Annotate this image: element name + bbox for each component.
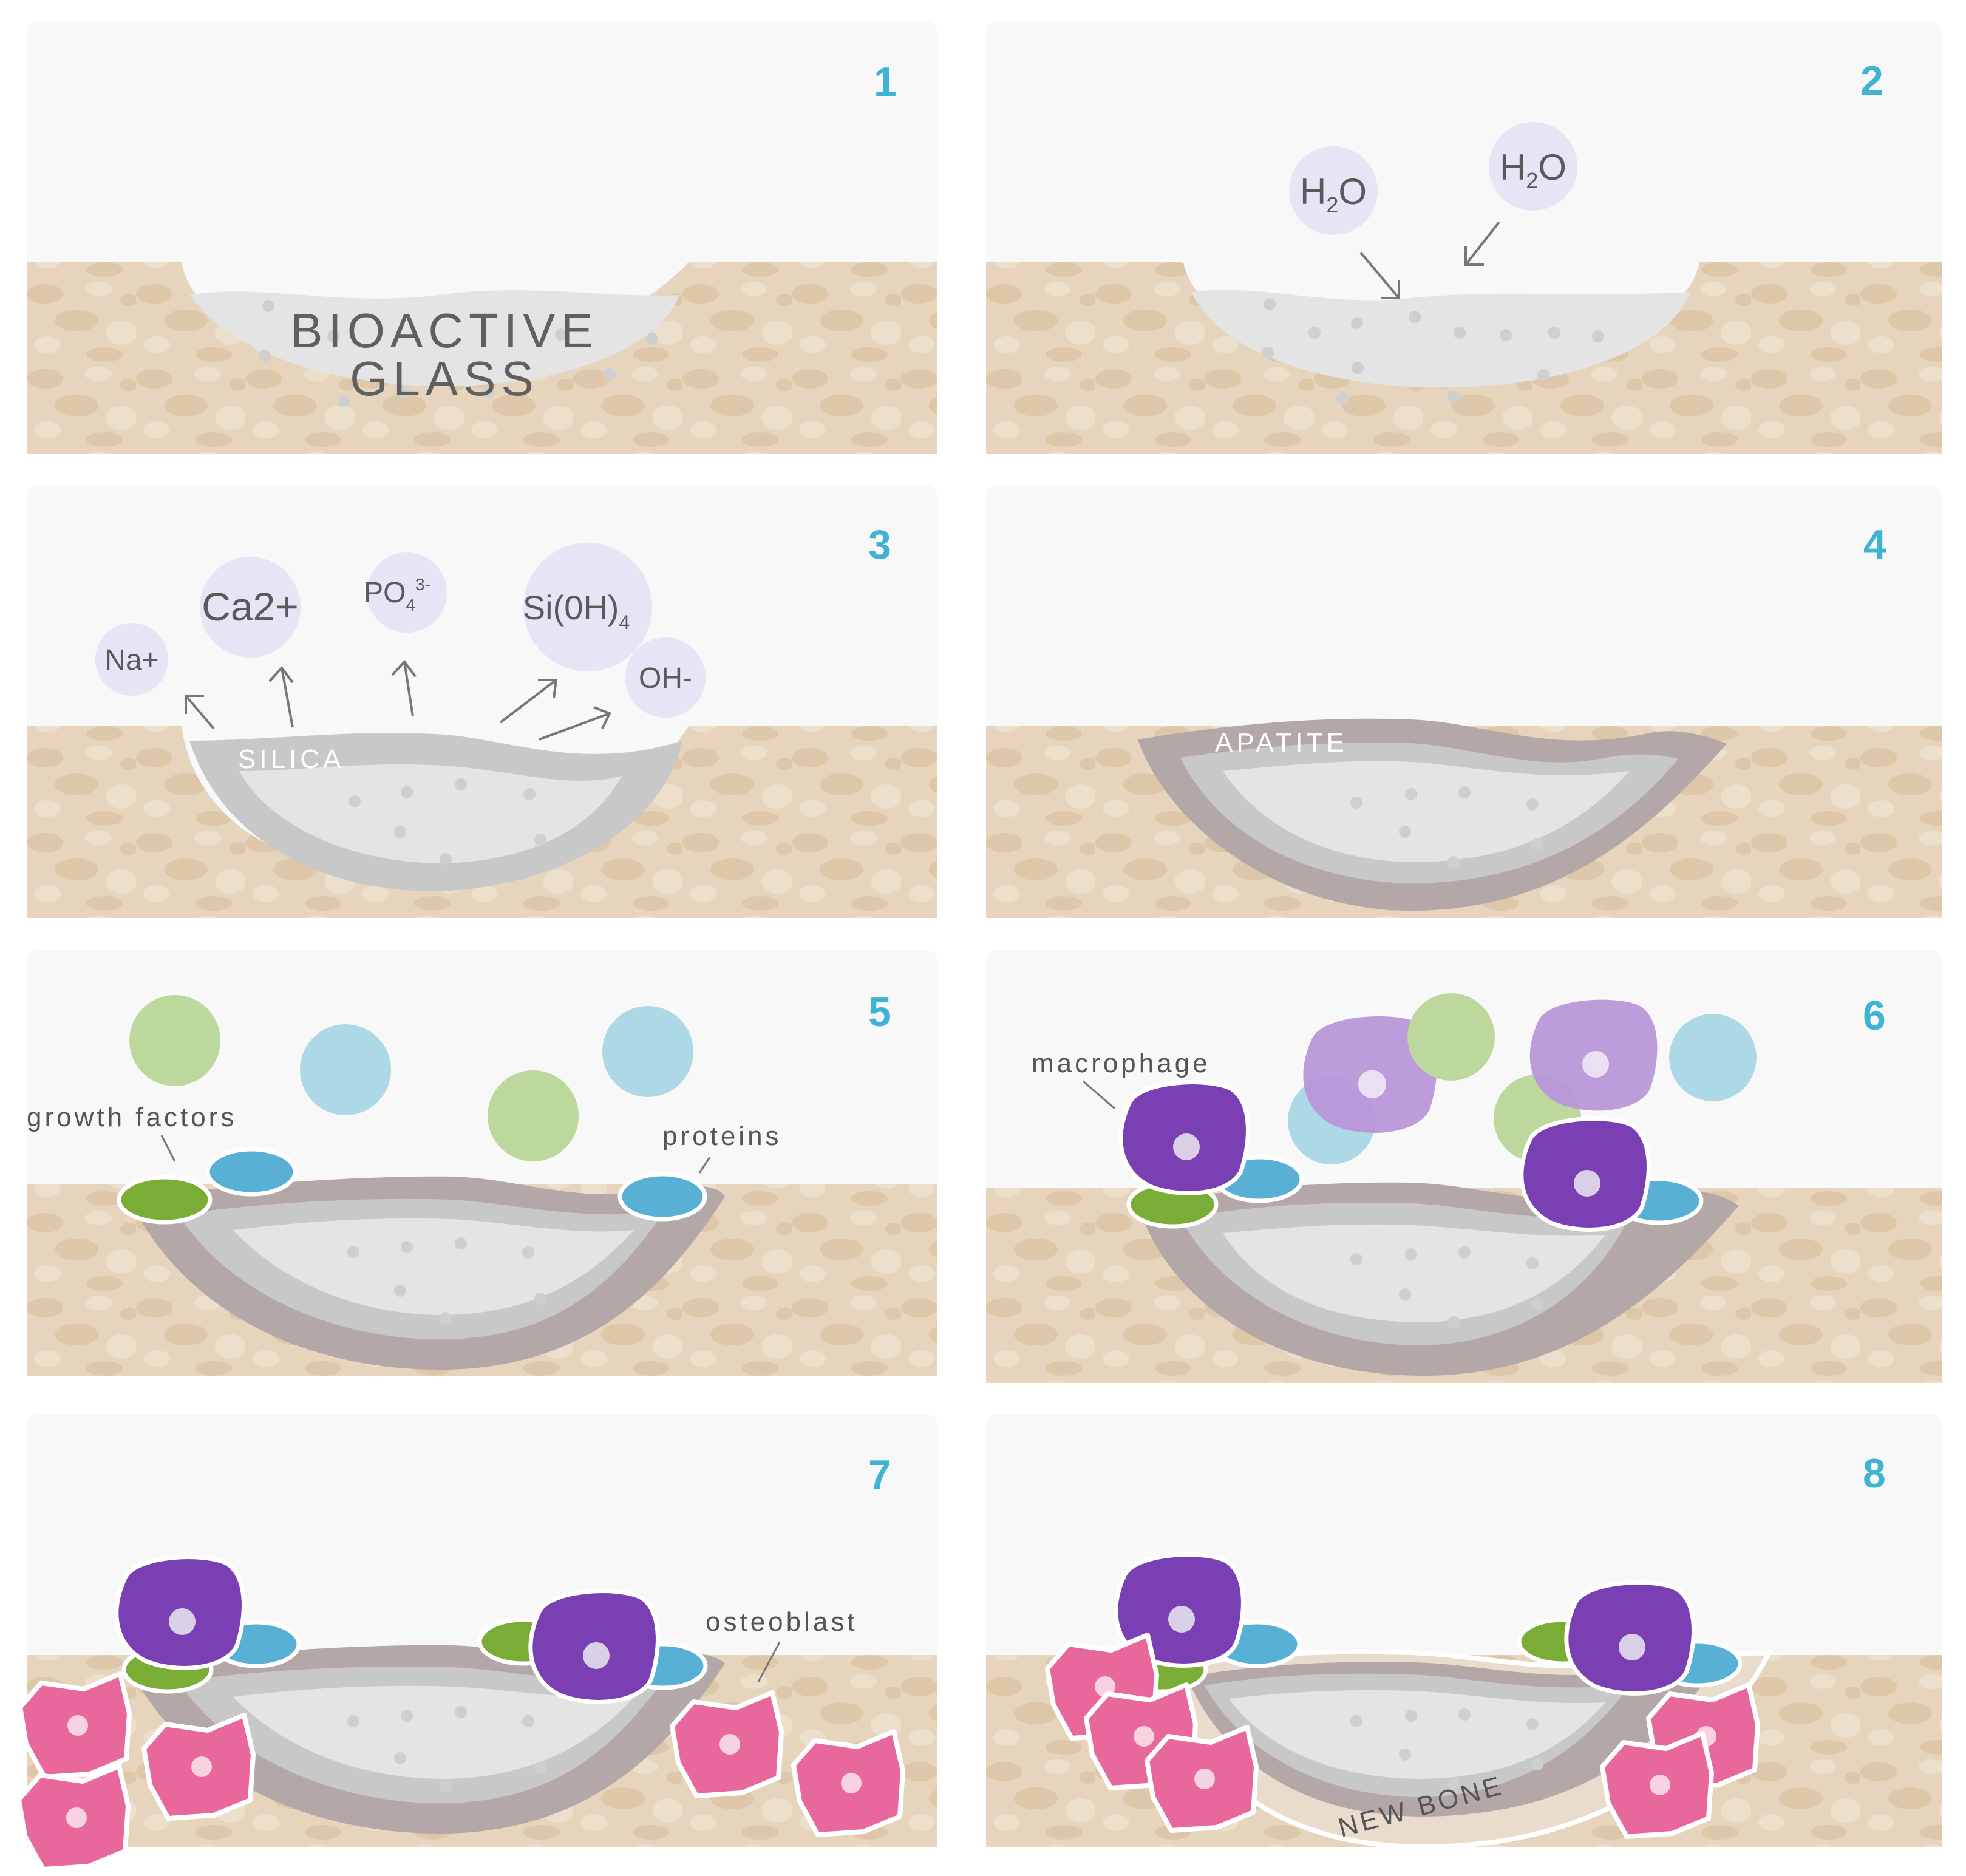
ion-sioh4: Si(0H)4 [523, 543, 652, 671]
leader-line [1083, 1080, 1115, 1110]
osteoblast-label: osteoblast [706, 1607, 858, 1637]
glass-core [1223, 761, 1630, 862]
protein [205, 1147, 298, 1197]
protein [617, 1172, 707, 1222]
macrophage-cell [531, 1591, 658, 1702]
glass-label-line1: BIOACTIVE [290, 304, 599, 358]
panel-6: macrophage 6 [986, 951, 1942, 1383]
floating-growth-factor [129, 995, 220, 1086]
panel-3: SILICA Na+ Ca2+ PO43- Si(0H)4 OH- [27, 486, 937, 918]
growth-factor [117, 1175, 213, 1225]
osteoblast-cell [672, 1693, 781, 1796]
panel-8: NEW BONE 8 [986, 1415, 1942, 1850]
water-molecule: H2O [1489, 122, 1577, 211]
panel-number: 3 [868, 522, 891, 568]
leader-line [698, 1157, 711, 1174]
ion-oh: OH- [625, 637, 706, 718]
svg-text:PO43-: PO43- [364, 575, 430, 614]
svg-text:OH-: OH- [639, 662, 692, 695]
bone-tissue [27, 726, 937, 918]
macrophage-cell [1566, 1583, 1694, 1694]
bone-tissue [986, 262, 1942, 454]
glass-core [233, 1685, 634, 1779]
macrophage-label: macrophage [1032, 1048, 1211, 1078]
panel-7: osteoblast 7 [19, 1415, 937, 1869]
silica-label: SILICA [238, 744, 344, 774]
osteoblast-cell [794, 1732, 903, 1835]
svg-text:Ca2+: Ca2+ [202, 584, 299, 629]
floating-protein [1669, 1014, 1757, 1101]
svg-text:Si(0H)4: Si(0H)4 [523, 588, 630, 633]
panel-number: 5 [868, 989, 891, 1035]
osteoblast-cell [144, 1715, 253, 1818]
ion-po4: PO43- [364, 552, 447, 633]
outflow-arrows [185, 659, 611, 741]
panel-2: H2O H2O 2 [986, 22, 1942, 454]
macrophage-cell [1121, 1082, 1248, 1194]
osteoblast-cell [19, 1766, 128, 1869]
floating-growth-factor [488, 1070, 579, 1161]
leader-line [757, 1642, 781, 1682]
inflow-arrow [1359, 251, 1400, 299]
panel-number: 8 [1863, 1450, 1886, 1497]
glass-label-line2: GLASS [350, 352, 539, 406]
panel-5: growth factors proteins 5 [27, 951, 937, 1376]
floating-growth-factor [1407, 993, 1495, 1081]
svg-text:H2O: H2O [1300, 171, 1367, 217]
panel-number: 6 [1863, 993, 1886, 1039]
osteoblast-cell [1602, 1733, 1712, 1837]
panel-number: 7 [868, 1452, 891, 1498]
osteoblast-cell [1147, 1727, 1256, 1830]
glass-surface [1191, 290, 1690, 388]
water-molecule: H2O [1289, 146, 1378, 235]
macrophage-cell [1522, 1119, 1649, 1230]
bioactive-glass [189, 290, 679, 387]
svg-text:H2O: H2O [1500, 147, 1566, 193]
apatite-label: APATITE [1215, 728, 1348, 758]
glass-core [1223, 1224, 1605, 1322]
osteoblast-cell [20, 1674, 129, 1777]
growth-factors-label: growth factors [27, 1103, 237, 1132]
macrophage-cell [117, 1557, 244, 1668]
floating-protein [602, 1006, 693, 1097]
leader-line [160, 1135, 176, 1162]
panel-1: BIOACTIVE GLASS 1 [27, 22, 937, 454]
glass-core [233, 1218, 634, 1315]
glass-core [1229, 1690, 1605, 1779]
ion-ca: Ca2+ [200, 557, 301, 658]
ion-na: Na+ [95, 623, 168, 696]
panel-number: 1 [874, 59, 897, 105]
svg-text:Na+: Na+ [104, 644, 158, 676]
macrophage-cell [1529, 999, 1658, 1111]
floating-protein [300, 1024, 391, 1115]
panel-number: 4 [1863, 522, 1886, 568]
proteins-label: proteins [662, 1121, 782, 1151]
panel-4: APATITE 4 [986, 486, 1942, 918]
panel-number: 2 [1860, 58, 1883, 104]
inflow-arrow [1464, 221, 1500, 266]
